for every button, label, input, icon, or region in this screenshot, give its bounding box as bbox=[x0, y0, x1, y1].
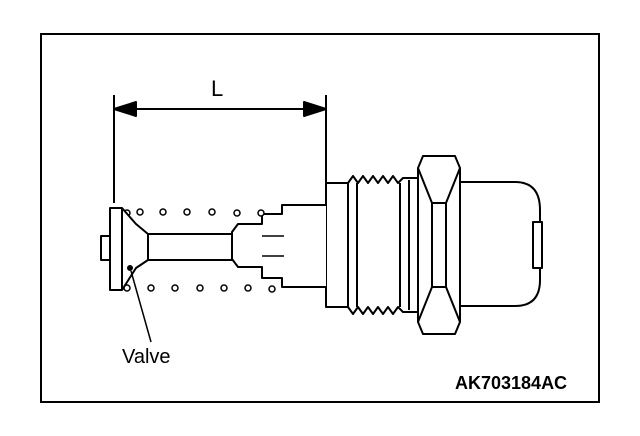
threaded-body bbox=[325, 175, 419, 315]
right-arrowhead bbox=[303, 101, 327, 117]
dimension-l bbox=[113, 95, 327, 203]
end-cap bbox=[455, 181, 543, 307]
valve-label: Valve bbox=[122, 346, 171, 368]
valve-housing bbox=[231, 204, 326, 288]
dimension-label: L bbox=[211, 76, 224, 101]
hex-nut bbox=[417, 155, 461, 335]
valve-stem bbox=[147, 233, 233, 261]
figure-code: AK703184AC bbox=[455, 373, 568, 393]
valve-leader-line bbox=[130, 270, 152, 343]
figure-frame bbox=[40, 33, 600, 403]
left-arrowhead bbox=[113, 101, 137, 117]
valve-disc bbox=[100, 207, 149, 291]
